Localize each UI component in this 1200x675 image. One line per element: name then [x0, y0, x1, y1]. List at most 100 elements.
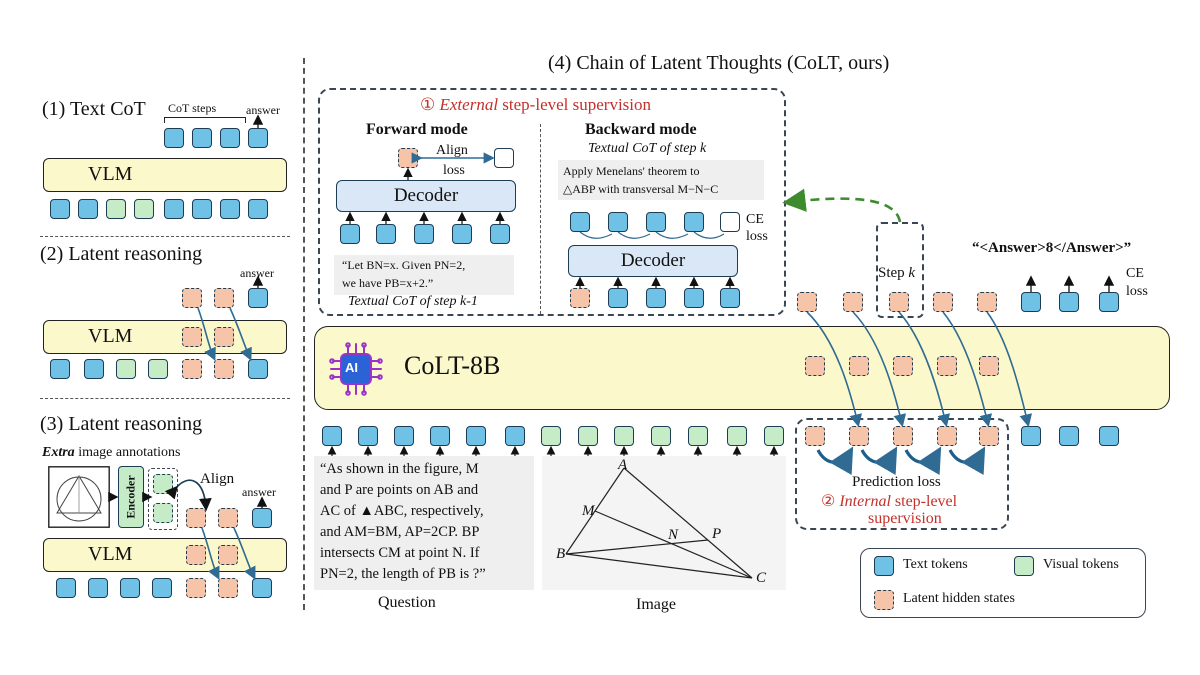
- forward-quote-line1: “Let BN=x. Given PN=2,: [342, 258, 466, 272]
- panel3-input-token: [252, 578, 272, 598]
- question-token: [322, 426, 342, 446]
- output-latent-token: [933, 292, 953, 312]
- question-token: [430, 426, 450, 446]
- arrow: [986, 311, 1033, 428]
- forward-quote-box: [334, 255, 514, 295]
- panel2-input-token: [84, 359, 104, 379]
- visual-token: [651, 426, 671, 446]
- image-label: Image: [636, 596, 676, 613]
- panel1-answer-token: [248, 128, 268, 148]
- panel1-cot-token: [164, 128, 184, 148]
- external-rest: step-level supervision: [498, 95, 652, 114]
- panel3-latent-inner: [218, 545, 238, 565]
- panel3-input-token: [56, 578, 76, 598]
- legend-text-swatch: [874, 556, 894, 576]
- forward-input-token: [376, 224, 396, 244]
- arrow: [693, 231, 725, 239]
- point-a: A: [618, 457, 628, 473]
- panel3-vlm-bar: VLM: [43, 538, 287, 572]
- panel2-answer-label: answer: [240, 266, 274, 280]
- mode-divider: [540, 124, 541, 314]
- arrow: [852, 311, 907, 428]
- model-latent-token: [849, 356, 869, 376]
- panel2-latent-input: [182, 359, 202, 379]
- question-token: [358, 426, 378, 446]
- backward-input-token: [646, 288, 666, 308]
- visual-token: [764, 426, 784, 446]
- legend-latent-swatch: [874, 590, 894, 610]
- prediction-loss-arrow: [816, 446, 854, 476]
- backward-loss-label: loss: [746, 229, 768, 244]
- arrow: [233, 527, 256, 580]
- panel3-align-label: Align: [200, 471, 235, 487]
- panel1-input-token: [50, 199, 70, 219]
- point-p: P: [712, 526, 722, 542]
- forward-input-token: [414, 224, 434, 244]
- external-num: ①: [420, 95, 436, 114]
- panel2-latent-token: [214, 288, 234, 308]
- input-latent-token: [805, 426, 825, 446]
- panel2-input-token: [116, 359, 136, 379]
- legend-text-label: Text tokens: [903, 557, 968, 572]
- panel2-latent-inner: [182, 327, 202, 347]
- prediction-loss-arrow: [904, 446, 942, 476]
- backward-cot-line1: Apply Menelans' theorem to: [563, 164, 700, 178]
- backward-output-token: [720, 212, 740, 232]
- panel2-latent-input: [214, 359, 234, 379]
- forward-input-token: [452, 224, 472, 244]
- question-line: and AM=BM, AP=2CP. BP: [320, 524, 480, 540]
- panel2-title: (2) Latent reasoning: [40, 243, 203, 265]
- backward-cot-box: [558, 160, 764, 200]
- model-latent-token: [893, 356, 913, 376]
- backward-input-token: [608, 288, 628, 308]
- panel-separator: [40, 398, 290, 399]
- output-answer-token: [1021, 292, 1041, 312]
- geometry-figure: [565, 467, 753, 579]
- forward-quote-line2: we have PB=x+2.”: [342, 276, 434, 290]
- panel2-vlm-label: VLM: [88, 325, 133, 347]
- question-line: and P are points on AB and: [320, 482, 479, 498]
- panel3-latent-token: [218, 508, 238, 528]
- forward-mode-title: Forward mode: [366, 121, 468, 138]
- panel1-input-token: [220, 199, 240, 219]
- ai-chip-text: AI: [345, 360, 358, 375]
- question-token: [505, 426, 525, 446]
- internal-italic: Internal: [839, 493, 891, 510]
- model-latent-token: [979, 356, 999, 376]
- legend-visual-label: Visual tokens: [1043, 557, 1119, 572]
- arrow: [579, 231, 613, 239]
- panel2-input-token: [50, 359, 70, 379]
- legend-visual-swatch: [1014, 556, 1034, 576]
- answer-tag: “<Answer>8</Answer>”: [972, 240, 1132, 256]
- backward-caption: Textual CoT of step k: [588, 141, 707, 156]
- panel1-input-token: [248, 199, 268, 219]
- output-latent-token: [889, 292, 909, 312]
- panel1-input-token: [192, 199, 212, 219]
- output-ce-label: CE: [1126, 266, 1144, 281]
- arrow: [617, 231, 651, 239]
- panel1-answer-label: answer: [246, 103, 280, 117]
- internal-rest: step-level: [890, 493, 958, 510]
- backward-cot-line2: △ABP with transversal M−N−C: [563, 182, 719, 196]
- panel1-title: (1) Text CoT: [42, 98, 146, 120]
- step-k-var: k: [908, 265, 916, 281]
- output-answer-token: [1059, 292, 1079, 312]
- arrow: [942, 311, 993, 428]
- internal-supervision-line2: supervision: [868, 510, 942, 527]
- input-answer-token: [1059, 426, 1079, 446]
- forward-input-token: [490, 224, 510, 244]
- backward-ce-label: CE: [746, 212, 764, 227]
- backward-output-token: [608, 212, 628, 232]
- geometry-image-box: [542, 456, 786, 590]
- panel2-latent-inner: [214, 327, 234, 347]
- panel3-input-token: [152, 578, 172, 598]
- visual-token: [688, 426, 708, 446]
- panel1-cot-bracket: [164, 117, 246, 123]
- question-line: PN=2, the length of PB is ?”: [320, 566, 486, 582]
- forward-loss-label: loss: [443, 163, 465, 178]
- prediction-loss-arrow: [860, 446, 898, 476]
- model-name: CoLT-8B: [404, 351, 501, 380]
- backward-decoder-label: Decoder: [620, 250, 686, 271]
- colt-model-bar: [314, 326, 1170, 410]
- legend-box: [860, 548, 1146, 618]
